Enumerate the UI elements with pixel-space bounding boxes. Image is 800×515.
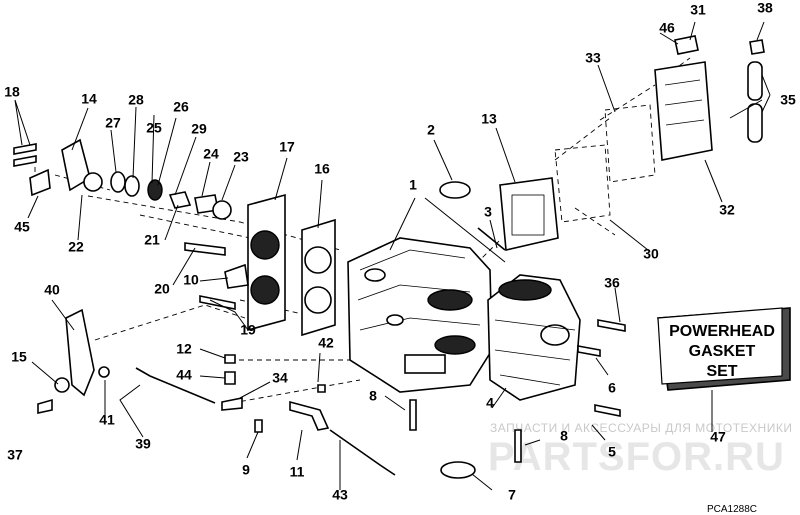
callout-22: 22	[68, 239, 84, 255]
intake-covers	[499, 61, 713, 251]
leader-lines	[14, 21, 771, 491]
callout-38: 38	[757, 0, 773, 16]
callout-4: 4	[486, 395, 494, 411]
gasket-set-line-2: GASKET	[689, 343, 756, 360]
callout-10: 10	[183, 272, 199, 288]
callout-37: 37	[7, 447, 23, 463]
callout-13: 13	[481, 111, 497, 127]
callout-19: 19	[240, 322, 256, 338]
small-parts	[37, 35, 765, 479]
watermark-small: ЗАПЧАСТИ И АКСЕССУАРЫ ДЛЯ МОТОТЕХНИКИ	[490, 421, 792, 435]
callout-14: 14	[81, 91, 97, 107]
callout-36: 36	[604, 275, 620, 291]
watermark-large: PARTSFOR.RU	[488, 435, 785, 479]
callout-44: 44	[176, 367, 192, 383]
callout-30: 30	[643, 246, 659, 262]
callout-28: 28	[128, 92, 144, 108]
callout-34: 34	[272, 370, 288, 386]
gasket-set-line-1: POWERHEAD	[669, 323, 775, 340]
callout-15: 15	[11, 349, 27, 365]
callout-12: 12	[176, 341, 192, 357]
callout-11: 11	[290, 464, 305, 480]
callout-5: 5	[608, 444, 616, 460]
callout-24: 24	[203, 146, 219, 162]
callout-32: 32	[719, 202, 735, 218]
callout-39: 39	[135, 436, 151, 452]
callout-20: 20	[154, 281, 170, 297]
callout-2: 2	[427, 122, 435, 138]
callout-18: 18	[4, 84, 20, 100]
callout-numbers: 1 2 3 4 5 6 7 8 8 9 10 11 12 13 14 15 16…	[4, 0, 796, 503]
crankcase	[487, 274, 581, 401]
callout-9: 9	[242, 462, 250, 478]
callout-40: 40	[44, 282, 60, 298]
callout-8-lower: 8	[560, 428, 568, 444]
cylinder-head-assembly	[247, 193, 336, 337]
powerhead-gasket-set-box: POWERHEAD GASKET SET	[657, 307, 791, 391]
callout-23: 23	[233, 149, 249, 165]
callout-26: 26	[173, 99, 189, 115]
callout-42: 42	[318, 335, 334, 351]
callout-41: 41	[99, 412, 115, 428]
callout-7: 7	[508, 487, 516, 503]
callout-45: 45	[14, 219, 30, 235]
callout-27: 27	[105, 115, 121, 131]
callout-31: 31	[690, 2, 706, 18]
callout-25: 25	[146, 120, 162, 136]
callout-43: 43	[332, 487, 348, 503]
callout-3: 3	[484, 204, 492, 220]
callout-1: 1	[409, 177, 417, 193]
callout-33: 33	[585, 50, 601, 66]
callout-21: 21	[144, 232, 160, 248]
callout-8-upper: 8	[369, 388, 377, 404]
callout-16: 16	[314, 161, 330, 177]
callout-29: 29	[191, 121, 207, 137]
callout-47: 47	[710, 429, 726, 445]
gasket-set-line-3: SET	[706, 363, 737, 380]
cylinder-block	[347, 237, 493, 393]
callout-46: 46	[659, 20, 675, 36]
thermostat-parts	[13, 138, 232, 220]
callout-6: 6	[608, 380, 616, 396]
callout-17: 17	[279, 139, 295, 155]
diagram-code: PCA1288C	[707, 504, 757, 515]
callout-35: 35	[780, 92, 796, 108]
